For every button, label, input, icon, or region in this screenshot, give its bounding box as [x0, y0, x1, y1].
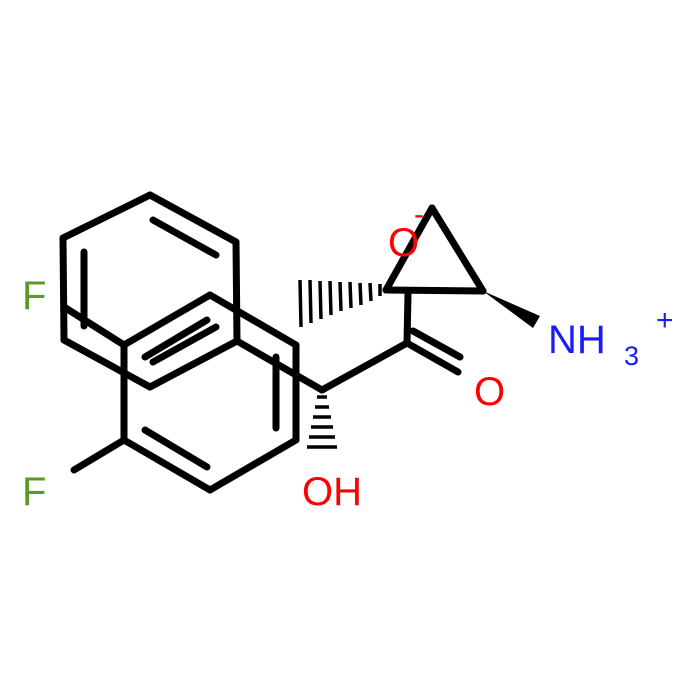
- hashed-wedge-oh: [307, 395, 337, 449]
- anionic-oxygen-charge: -: [414, 198, 424, 231]
- carbonyl-oxygen-label: O: [474, 370, 505, 414]
- anionic-oxygen-label: O: [388, 221, 419, 265]
- carbonyl-double-bond: [403, 327, 464, 376]
- ammonium-subscript: 3: [624, 341, 639, 371]
- upper-phenyl-ring: [59, 191, 241, 391]
- center-to-carbonyl-bond: [318, 339, 411, 394]
- hashed-wedge-ring: [298, 279, 382, 328]
- ammonium-label: NH: [548, 318, 606, 362]
- fluorine-label-2: F: [22, 470, 46, 514]
- ammonium-charge: +: [656, 304, 674, 337]
- carbonyl-to-ring-bond: [403, 290, 412, 347]
- f2-bond: [70, 436, 128, 474]
- lower-phenyl-ring: [120, 291, 300, 494]
- solid-wedge-nh3: [483, 291, 540, 328]
- f1-bond: [60, 303, 128, 349]
- ring-to-center-bond: [233, 337, 326, 394]
- hydroxyl-label: OH: [302, 470, 362, 514]
- cyclopropane-ring: [382, 204, 487, 295]
- fluorine-label-1: F: [22, 274, 46, 318]
